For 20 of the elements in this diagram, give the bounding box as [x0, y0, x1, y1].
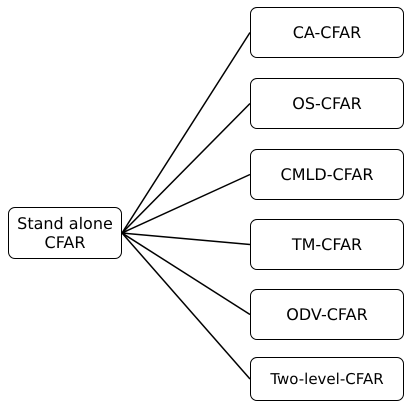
node-label: CA-CFAR	[292, 22, 362, 42]
connector-line	[121, 102, 251, 234]
process-box	[250, 7, 404, 58]
process-box	[8, 207, 122, 259]
connector-line	[122, 174, 250, 234]
connector-line	[122, 232, 250, 316]
process-box	[250, 78, 404, 129]
process-box	[250, 149, 404, 200]
node-label: OS-CFAR	[292, 94, 362, 114]
connector-line	[122, 232, 250, 246]
node-label: CMLD-CFAR	[280, 164, 374, 184]
process-box	[250, 219, 404, 270]
process-box	[250, 289, 404, 340]
node-label: Two-level-CFAR	[270, 370, 384, 388]
connector-line	[121, 232, 251, 380]
node-label: Stand alone CFAR	[16, 214, 114, 252]
connector-line	[121, 32, 251, 234]
process-box	[250, 357, 404, 401]
node-label: ODV-CFAR	[286, 304, 368, 324]
node-label: TM-CFAR	[292, 234, 362, 254]
